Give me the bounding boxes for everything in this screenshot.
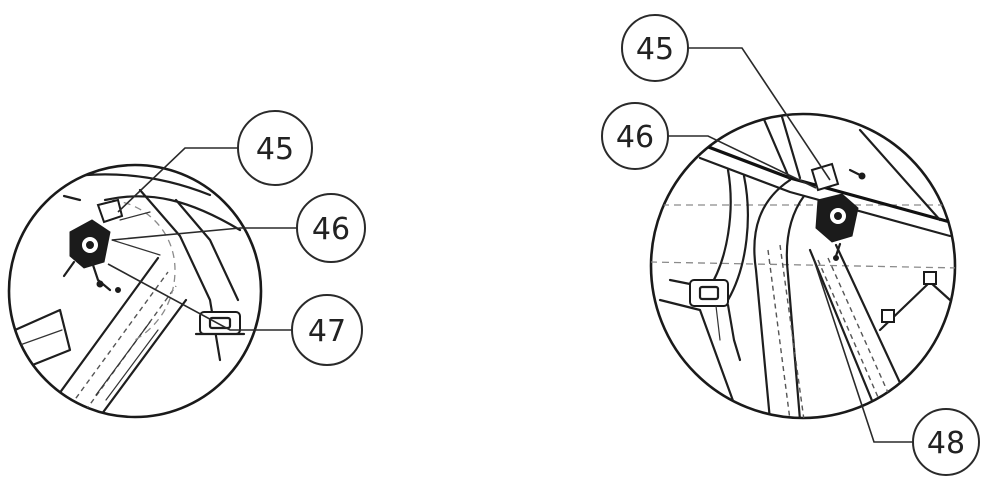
right-callout-48-label: 48 [927, 426, 965, 461]
left-leader-45 [117, 147, 238, 213]
left-callout-46-label: 46 [312, 212, 350, 247]
right-detail-circle [649, 112, 957, 420]
left-callout-47-label: 47 [308, 314, 346, 349]
left-callout-47: 47 [291, 294, 363, 366]
right-leader-45 [682, 47, 831, 181]
right-callout-45: 45 [621, 14, 689, 82]
right-leader-46 [668, 135, 817, 189]
right-callout-45-label: 45 [636, 32, 674, 67]
right-callout-46-label: 46 [616, 120, 654, 155]
left-leader-47 [107, 263, 292, 331]
right-callout-48: 48 [912, 408, 980, 476]
left-callout-46: 46 [296, 193, 366, 263]
right-detail-view: 45 46 48 [601, 14, 980, 476]
right-detail-drawing [651, 114, 955, 418]
left-callout-45-label: 45 [256, 132, 294, 167]
left-leader-46 [111, 227, 298, 241]
right-callout-46: 46 [601, 102, 669, 170]
left-detail-view: 45 46 47 [7, 110, 366, 419]
left-detail-drawing [13, 173, 246, 417]
left-callout-45: 45 [237, 110, 313, 186]
right-leader-48 [813, 259, 915, 443]
